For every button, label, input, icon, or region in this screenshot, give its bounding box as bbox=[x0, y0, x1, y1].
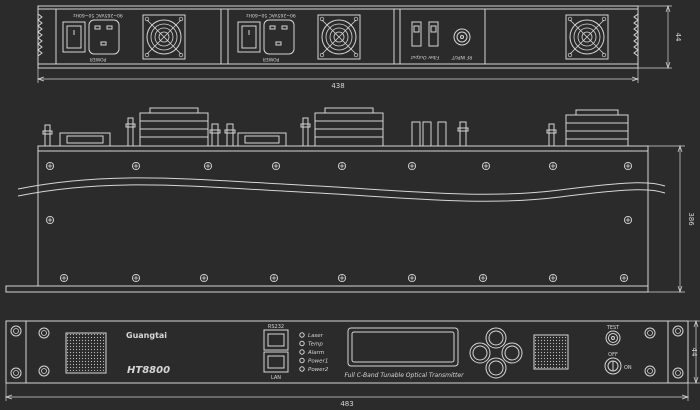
side-screw bbox=[481, 161, 491, 171]
product-name: Full C-Band Tunable Optical Transmitter bbox=[344, 372, 464, 379]
power-socket-2[interactable] bbox=[263, 19, 295, 55]
front-screw bbox=[644, 327, 656, 339]
rear-chassis bbox=[37, 5, 639, 69]
side-screw bbox=[478, 273, 488, 283]
rack-ear-hole bbox=[672, 367, 684, 379]
psu-fan-2 bbox=[317, 14, 361, 60]
brand-name: Guangtai bbox=[126, 331, 167, 340]
front-view bbox=[5, 320, 689, 384]
front-dimensions bbox=[4, 319, 700, 401]
lcd-display bbox=[347, 327, 459, 367]
test-port[interactable] bbox=[605, 330, 621, 346]
fiber-output-port-1[interactable] bbox=[411, 21, 422, 47]
side-screw bbox=[407, 273, 417, 283]
psu-fan-1 bbox=[142, 14, 186, 60]
rear-view bbox=[37, 5, 639, 69]
rear-width-label: 438 bbox=[331, 82, 344, 90]
optical-module bbox=[399, 8, 486, 65]
side-dimensions bbox=[648, 144, 685, 294]
fiber-output-label: Fiber Output bbox=[411, 54, 440, 60]
side-components bbox=[42, 107, 629, 147]
psu-module-2 bbox=[227, 8, 395, 65]
key-left[interactable] bbox=[469, 342, 491, 364]
front-screw bbox=[38, 365, 50, 377]
fiber-output-port-2[interactable] bbox=[428, 21, 439, 47]
led-laser bbox=[299, 332, 305, 338]
side-screw bbox=[407, 161, 417, 171]
side-screw bbox=[623, 215, 633, 225]
side-screw bbox=[271, 161, 281, 171]
front-screw bbox=[644, 365, 656, 377]
psu-module-1 bbox=[55, 8, 222, 65]
power-socket-1[interactable] bbox=[88, 19, 120, 55]
led-alarm bbox=[299, 349, 305, 355]
side-screw bbox=[623, 161, 633, 171]
navigation-keypad bbox=[469, 327, 523, 379]
key-right[interactable] bbox=[501, 342, 523, 364]
front-panel bbox=[5, 320, 689, 384]
side-screw bbox=[199, 273, 209, 283]
rf-input-label: RF INPUT bbox=[450, 54, 472, 60]
led-label-power1: Power1 bbox=[308, 359, 328, 365]
side-depth-label: 386 bbox=[687, 212, 695, 226]
rear-height-label: 44 bbox=[674, 33, 682, 42]
model-name: HT8800 bbox=[127, 365, 170, 376]
break-line-bottom bbox=[17, 184, 666, 202]
key-up[interactable] bbox=[485, 327, 507, 349]
side-screw bbox=[45, 215, 55, 225]
rear-dimensions bbox=[36, 4, 672, 83]
front-screw bbox=[38, 327, 50, 339]
key-down[interactable] bbox=[485, 357, 507, 379]
rack-ear-hole bbox=[672, 325, 684, 337]
led-temp bbox=[299, 340, 305, 347]
rs232-port[interactable] bbox=[263, 329, 289, 351]
side-screw bbox=[131, 161, 141, 171]
side-screw bbox=[59, 273, 69, 283]
side-screw bbox=[619, 273, 629, 283]
led-label-laser: Laser bbox=[308, 333, 324, 339]
rear-right-edge bbox=[633, 13, 639, 57]
front-height-label: 44 bbox=[690, 348, 698, 357]
psu-rating-1: 90~265VAC 50~60Hz bbox=[73, 12, 123, 18]
led-label-power2: Power2 bbox=[308, 367, 329, 373]
led-label-temp: Temp bbox=[308, 342, 323, 348]
side-view bbox=[5, 107, 666, 293]
power-switch-2[interactable] bbox=[237, 21, 261, 53]
rear-left-edge bbox=[37, 13, 43, 57]
side-base bbox=[5, 285, 649, 293]
side-screw bbox=[337, 161, 347, 171]
front-width-label: 483 bbox=[340, 400, 353, 408]
rs232-label: RS232 bbox=[268, 324, 284, 330]
led-power1 bbox=[299, 357, 305, 364]
lan-port[interactable] bbox=[263, 351, 289, 373]
key-switch[interactable] bbox=[604, 357, 622, 375]
led-power2 bbox=[299, 366, 305, 372]
side-screw bbox=[203, 161, 213, 171]
off-label: OFF bbox=[608, 352, 618, 358]
psu-rating-2: 90~265VAC 50~60Hz bbox=[246, 12, 296, 18]
rf-input-connector[interactable] bbox=[453, 28, 471, 46]
rear-fan-3 bbox=[565, 14, 609, 60]
rack-ear-hole bbox=[10, 367, 22, 379]
side-screw bbox=[337, 273, 347, 283]
side-chassis bbox=[37, 150, 649, 287]
side-screw bbox=[548, 161, 558, 171]
led-label-alarm: Alarm bbox=[307, 350, 324, 356]
on-label: ON bbox=[624, 365, 632, 371]
rack-ear-hole bbox=[10, 325, 22, 337]
side-screw bbox=[548, 273, 558, 283]
lan-label: LAN bbox=[271, 375, 281, 381]
side-screw bbox=[131, 273, 141, 283]
side-screw bbox=[269, 273, 279, 283]
speaker-grill-right bbox=[533, 334, 569, 370]
power-switch-1[interactable] bbox=[62, 21, 86, 53]
break-line-top bbox=[17, 177, 666, 195]
side-top-plate bbox=[37, 145, 649, 152]
psu-power-label-2: POWER bbox=[263, 56, 280, 62]
psu-power-label-1: POWER bbox=[90, 56, 107, 62]
side-screw bbox=[45, 161, 55, 171]
speaker-grill-left bbox=[65, 332, 107, 374]
test-label: TEST bbox=[606, 325, 620, 331]
